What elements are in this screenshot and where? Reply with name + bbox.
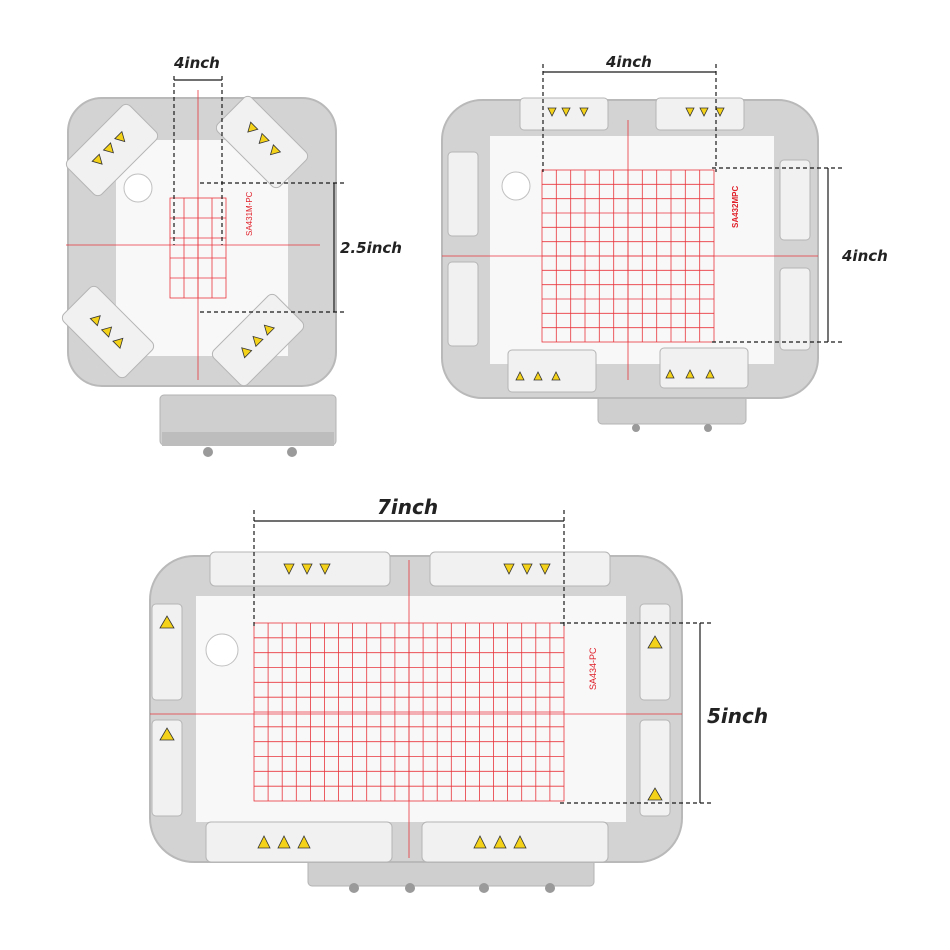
medium-hoop-width-label: 4inch xyxy=(605,53,652,71)
small-hoop-clip-bottom-left xyxy=(61,285,155,379)
small-hoop: SA431M-PC xyxy=(61,54,402,457)
medium-hoop-model-label: SA432MPC xyxy=(731,186,740,228)
small-hoop-clip-top-left xyxy=(65,103,159,197)
medium-hoop-clips xyxy=(447,97,811,393)
large-hoop: SA434-PC xyxy=(149,495,768,893)
small-hoop-height-label: 2.5inch xyxy=(340,239,402,257)
large-hoop-model-label: SA434-PC xyxy=(588,647,598,690)
small-hoop-width-label: 4inch xyxy=(173,54,220,72)
medium-hoop: SA432MPC xyxy=(441,53,888,432)
medium-hoop-warning-icons xyxy=(515,107,725,381)
small-hoop-clip-top-right xyxy=(215,95,309,189)
small-hoop-clip-bottom-right xyxy=(211,293,305,387)
large-hoop-height-label: 5inch xyxy=(707,704,768,728)
medium-hoop-dimensions xyxy=(542,64,842,343)
large-hoop-width-label: 7inch xyxy=(377,495,438,519)
large-hoop-warning-icons xyxy=(159,563,663,849)
large-hoop-clips xyxy=(151,551,671,863)
small-hoop-dimensions xyxy=(173,76,344,313)
medium-hoop-height-label: 4inch xyxy=(841,247,888,265)
large-hoop-dimensions xyxy=(253,510,712,804)
small-hoop-model-label: SA431M-PC xyxy=(245,191,254,236)
